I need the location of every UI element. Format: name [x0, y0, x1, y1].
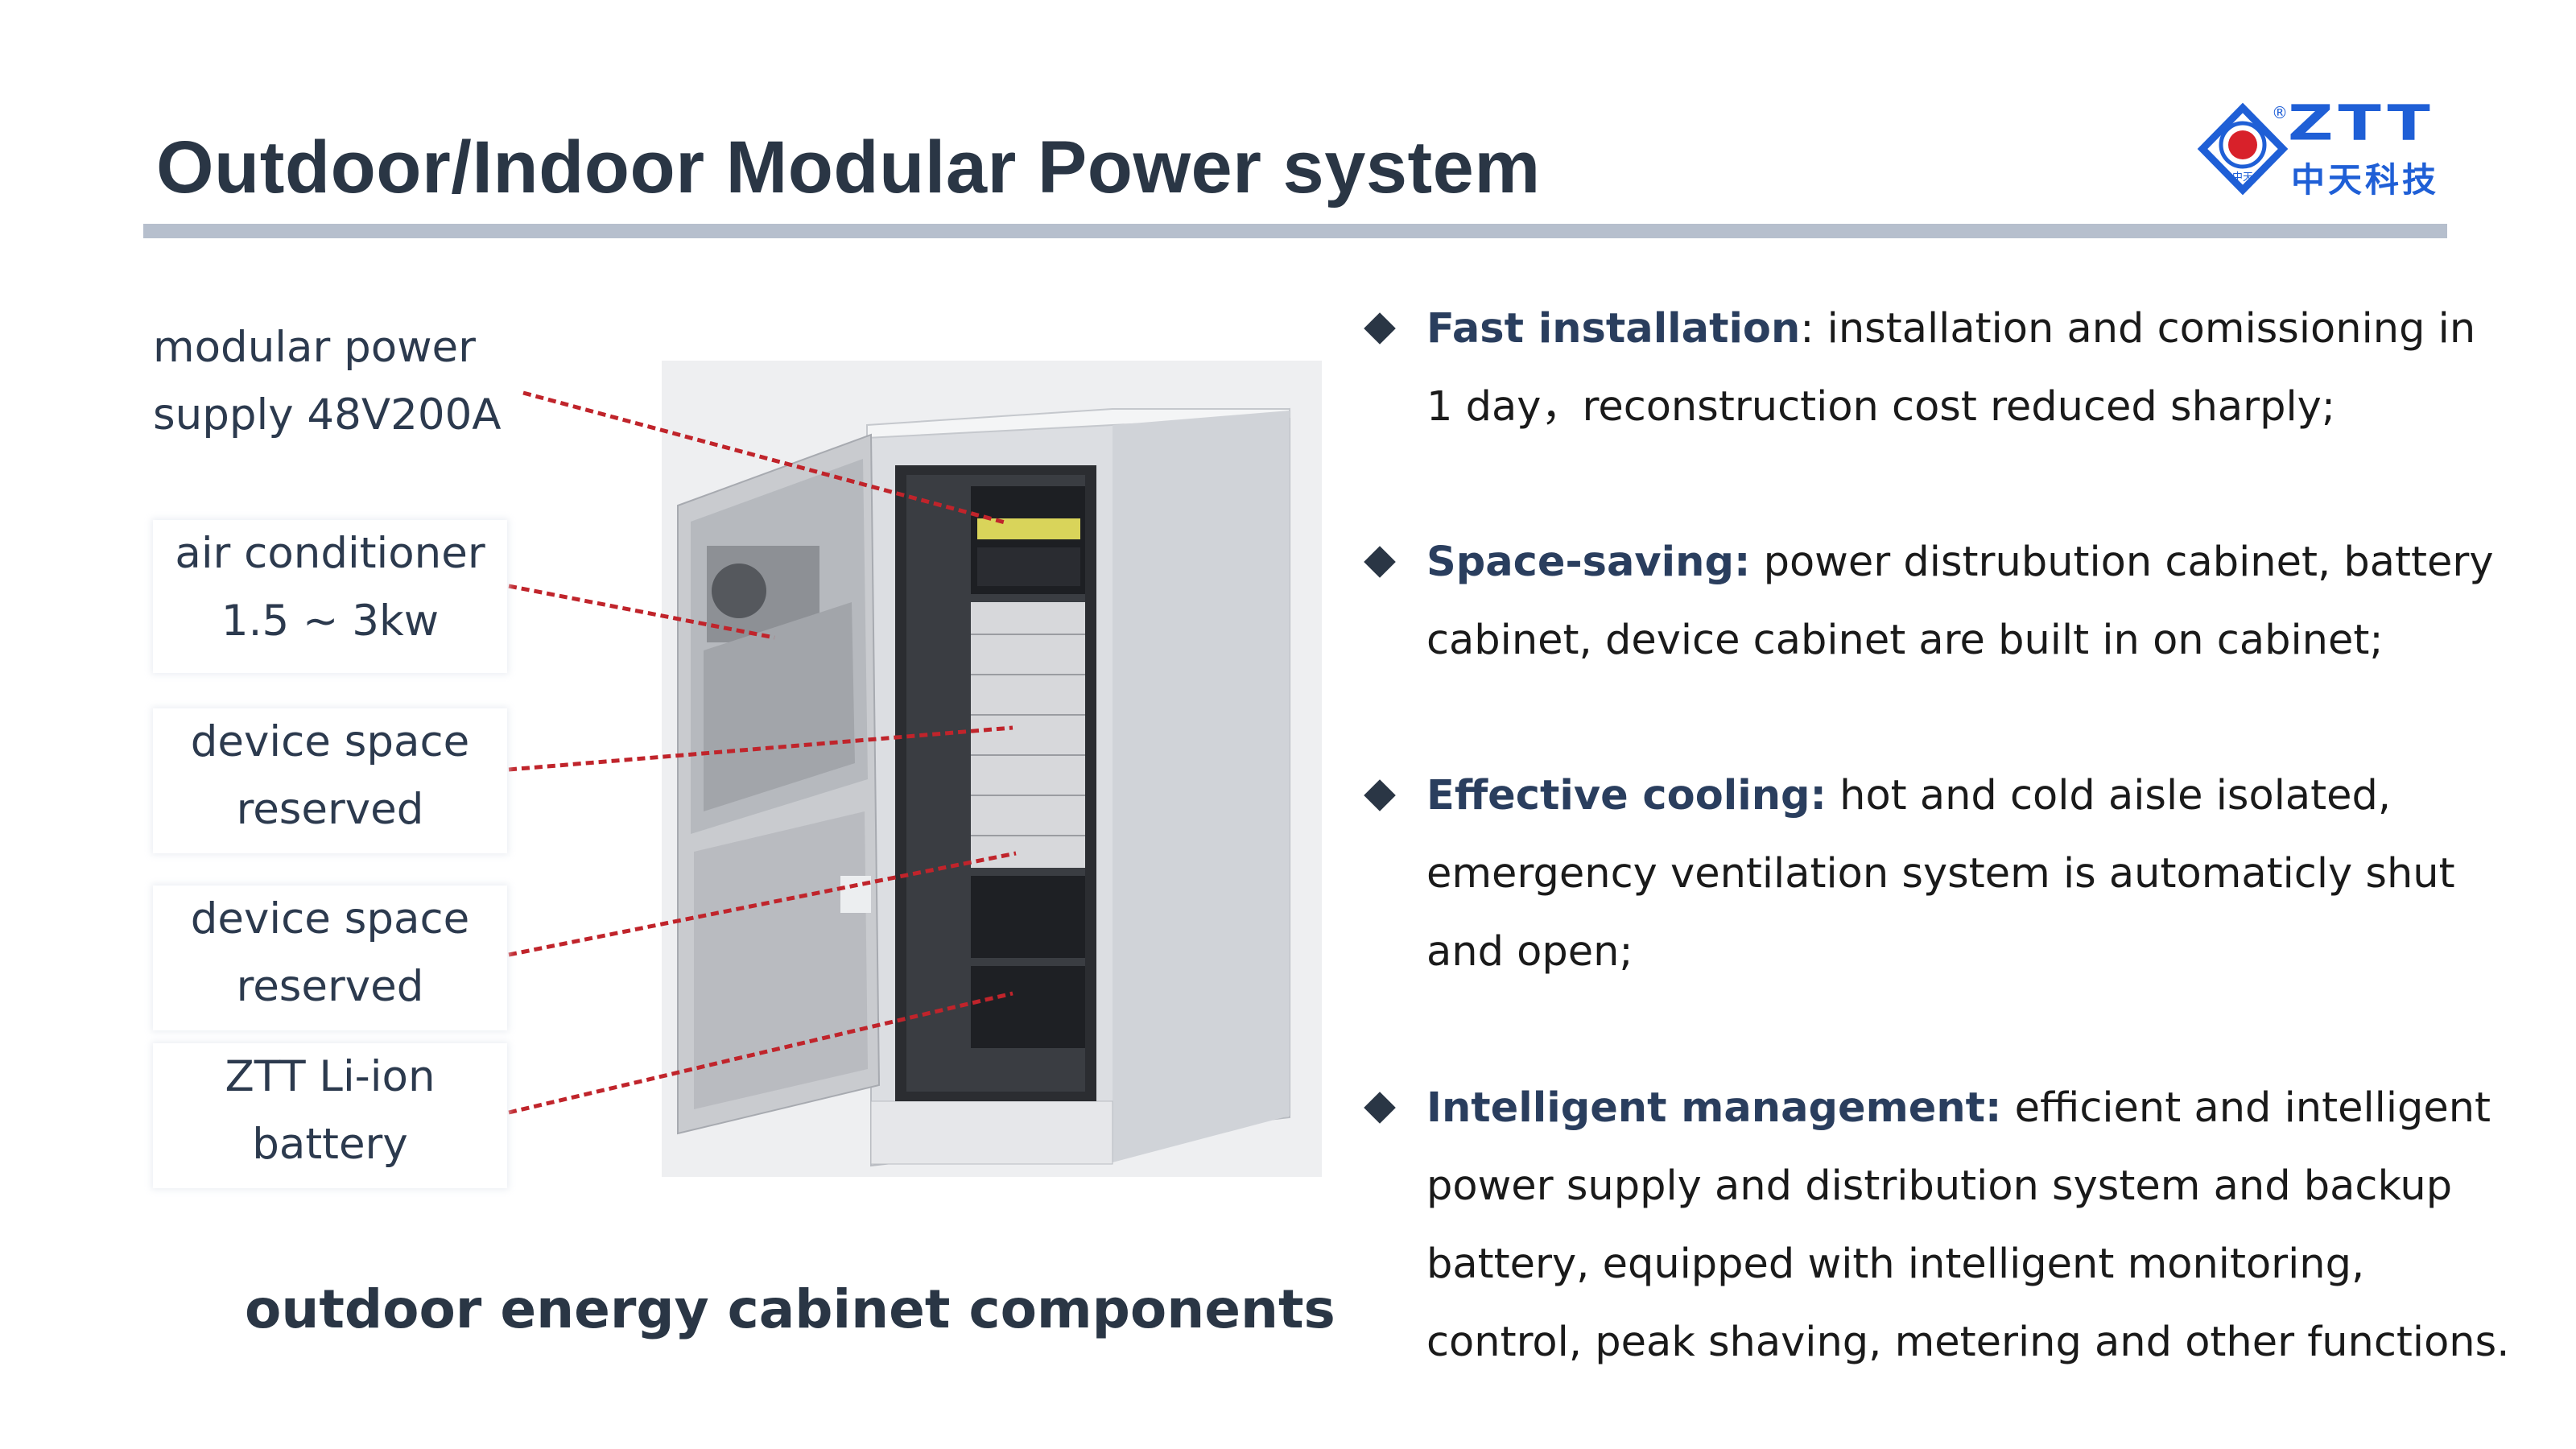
page-title: Outdoor/Indoor Modular Power system [156, 126, 1541, 208]
label-device-space-2: device space reserved [153, 886, 507, 1030]
label-air-conditioner: air conditioner 1.5 ~ 3kw [153, 520, 507, 673]
diamond-bullet-icon [1364, 1092, 1396, 1124]
pointer-power [522, 390, 1009, 526]
label-device-space-1: device space reserved [153, 708, 507, 853]
figure-caption: outdoor energy cabinet components [245, 1278, 1335, 1340]
pointer-battery [508, 991, 1013, 1115]
logo-emblem-text: 中天 [2232, 171, 2253, 184]
cabinet-photo [662, 361, 1322, 1177]
diamond-bullet-icon [1364, 779, 1396, 811]
bullet-space-saving: Space-saving: power distrubution cabinet… [1364, 523, 2512, 679]
logo-emblem-icon: 中天 [2197, 102, 2289, 196]
bullet-effective-cooling: Effective cooling: hot and cold aisle is… [1364, 757, 2512, 991]
registered-mark: ® [2272, 103, 2288, 122]
label-power-supply: modular power supply 48V200A [153, 314, 515, 467]
label-battery: ZTT Li-ion battery [153, 1043, 507, 1188]
pointer-device-1 [508, 725, 1013, 772]
bullet-intelligent-management: Intelligent management: efficient and in… [1364, 1069, 2512, 1381]
diamond-bullet-icon [1364, 312, 1396, 345]
bullet-fast-installation: Fast installation: installation and comi… [1364, 290, 2512, 446]
pointer-device-2 [508, 851, 1017, 957]
diamond-bullet-icon [1364, 546, 1396, 578]
ztt-logo: 中天 ® ZTT 中天科技 [2194, 95, 2454, 200]
logo-brand: ZTT [2288, 95, 2435, 152]
pointer-aircon [508, 584, 775, 640]
logo-brand-cn: 中天科技 [2291, 160, 2440, 200]
title-divider [143, 224, 2447, 238]
